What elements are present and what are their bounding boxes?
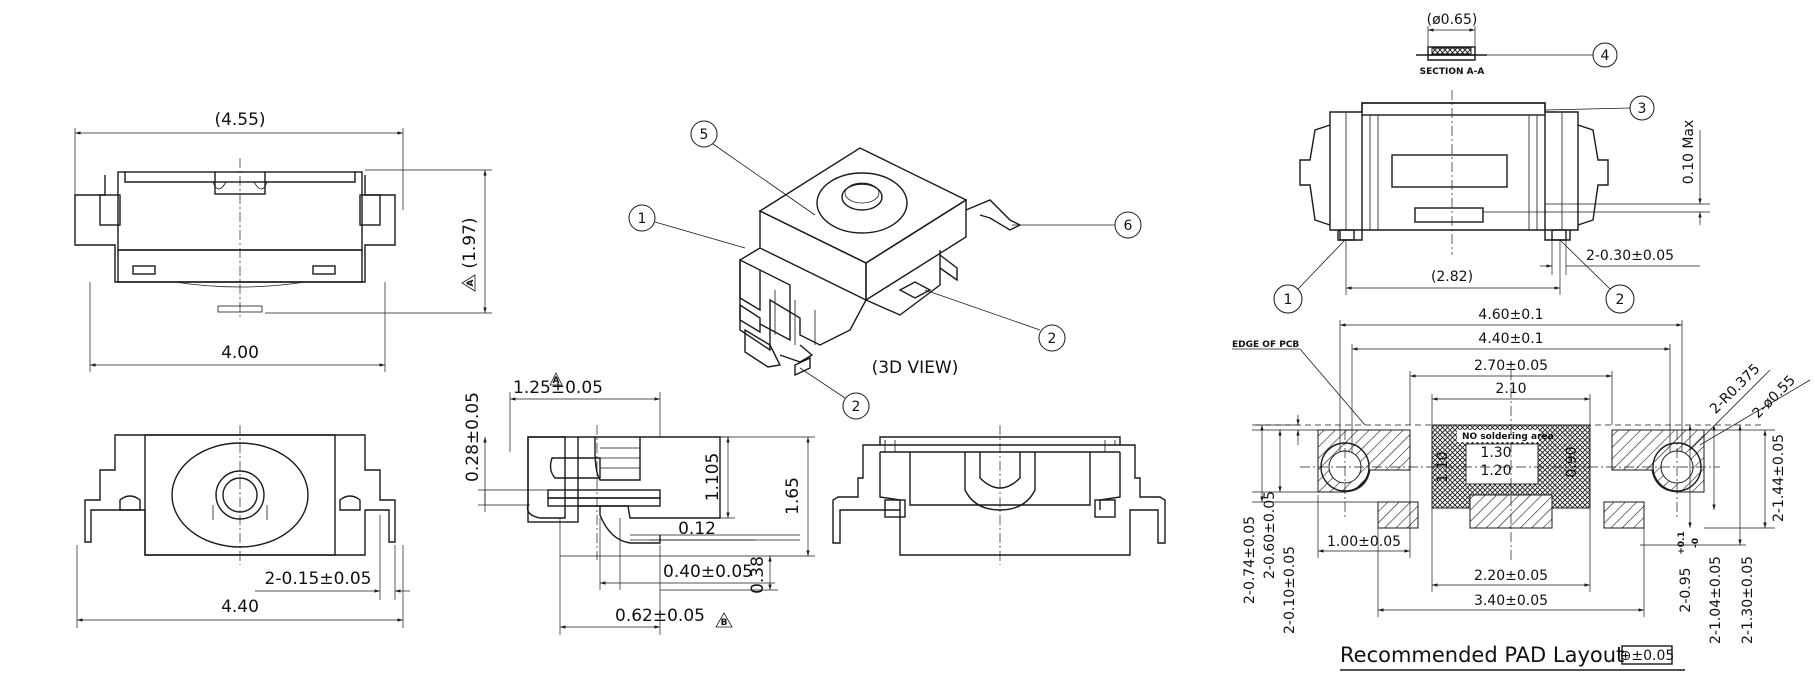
section-callout-2-label: 2	[1616, 292, 1625, 308]
section-282-label: (2.82)	[1431, 269, 1473, 285]
callout-2-right: 2	[924, 289, 1066, 352]
callout-2-left-label: 2	[852, 399, 861, 415]
tolerance-box-label: ⊕±0.05	[1620, 648, 1675, 664]
callout-5: 5	[690, 120, 816, 216]
pad-144-label: 2-1.44±0.05	[1771, 434, 1787, 522]
datum-a-flag-icon	[461, 274, 476, 292]
edge-of-pcb-label: EDGE OF PCB	[1232, 340, 1299, 350]
section-callout-3: 3	[1544, 95, 1655, 121]
pad-095-tol-lower: -0	[1691, 538, 1701, 548]
pad-120-label: 1.20	[1480, 463, 1511, 479]
pad-104-label: 2-1.04±0.05	[1708, 556, 1724, 644]
front-view	[832, 425, 1166, 565]
pad-220-label: 2.20±0.05	[1474, 568, 1548, 584]
side-1105-label: 1.105	[703, 453, 723, 502]
callout-2-right-label: 2	[1048, 331, 1057, 347]
side-040-label: 0.40±0.05	[663, 562, 753, 582]
side-062-label: 0.62±0.05	[615, 606, 705, 626]
datum-a-letter: A	[466, 279, 476, 286]
datum-a-flag-top-letter: A	[553, 376, 560, 386]
pad-110-label: 1.10	[1435, 451, 1451, 482]
side-165-label: 1.65	[783, 477, 803, 515]
callout-6: 6	[1012, 211, 1142, 239]
section-callout-1-label: 1	[1284, 292, 1293, 308]
pad-060-label: 2-0.60±0.05	[1262, 491, 1278, 579]
pad-d055-label: 2-ø0.55	[1750, 373, 1799, 422]
side-038-label: 0.38	[748, 556, 768, 594]
pad-100-label: 1.00±0.05	[1327, 534, 1401, 550]
bottom-width-label: 4.40	[221, 597, 259, 617]
pad-095-tol-upper: +0.1	[1677, 531, 1687, 554]
pad-340-label: 3.40±0.05	[1474, 593, 1548, 609]
side-028-label: 0.28±0.05	[463, 392, 483, 482]
pad-130b-label: 2-1.30±0.05	[1740, 556, 1756, 644]
pad-layout: EDGE OF PCB 4.60±0.1 4.40±0.1 2.70±0.05 …	[1232, 307, 1811, 671]
pad-270-label: 2.70±0.05	[1474, 358, 1548, 374]
side-view: A 1.25±0.05 0.28±0.05 1.105 1.65 0.12	[463, 372, 815, 635]
section-aa-label: SECTION A-A	[1420, 67, 1485, 77]
section-callout-1: 1	[1273, 239, 1346, 314]
top-view: (4.55) 4.00 A (1.97)	[74, 110, 492, 372]
section-view: (ø0.65) SECTION A-A 4 3 0.10 Max	[1273, 12, 1710, 314]
callout-1-label: 1	[638, 211, 647, 227]
iso-view: 1 5 6 2 2 (3D VIEW)	[628, 120, 1142, 420]
section-callout-4-label: 4	[1601, 48, 1610, 64]
section-callout-2: 2	[1559, 239, 1635, 314]
pad-460-label: 4.60±0.1	[1478, 307, 1543, 323]
callout-5-label: 5	[700, 127, 709, 143]
terminal-width-label: 2-0.15±0.05	[265, 569, 372, 589]
side-012-label: 0.12	[678, 519, 716, 539]
pad-layout-title: Recommended PAD Layout	[1340, 643, 1624, 667]
section-max-label: 0.10 Max	[1681, 120, 1697, 185]
pad-074-label: 2-0.74±0.05	[1242, 516, 1258, 604]
top-width-label: 4.00	[221, 343, 259, 363]
pad-095-label: 2-0.95	[1678, 567, 1694, 612]
section-callout-4: 4	[1475, 42, 1618, 68]
callout-1: 1	[628, 204, 746, 249]
pad-440-label: 4.40±0.1	[1478, 331, 1543, 347]
pad-130-label: 1.30	[1480, 445, 1511, 461]
section-callout-3-label: 3	[1638, 101, 1647, 117]
bottom-view: 2-0.15±0.05 4.40	[76, 425, 410, 628]
callout-2-left: 2	[799, 367, 870, 420]
top-height-label: (1.97)	[460, 217, 480, 268]
top-width-ref-label: (4.55)	[214, 110, 265, 130]
section-dia-label: (ø0.65)	[1427, 12, 1478, 28]
datum-a-flag-top-icon	[549, 372, 563, 386]
pad-010-label: 2-0.10±0.05	[1282, 546, 1298, 634]
datum-b-flag-letter: B	[721, 618, 728, 628]
section-030-label: 2-0.30±0.05	[1586, 248, 1674, 264]
datum-b-flag-icon	[715, 612, 733, 628]
callout-6-label: 6	[1124, 218, 1133, 234]
no-solder-label: NO soldering area	[1462, 432, 1554, 442]
pad-090-label: 0.90	[1564, 446, 1580, 477]
side-125-label: 1.25±0.05	[513, 378, 603, 398]
view-3d-label: (3D VIEW)	[872, 358, 959, 378]
